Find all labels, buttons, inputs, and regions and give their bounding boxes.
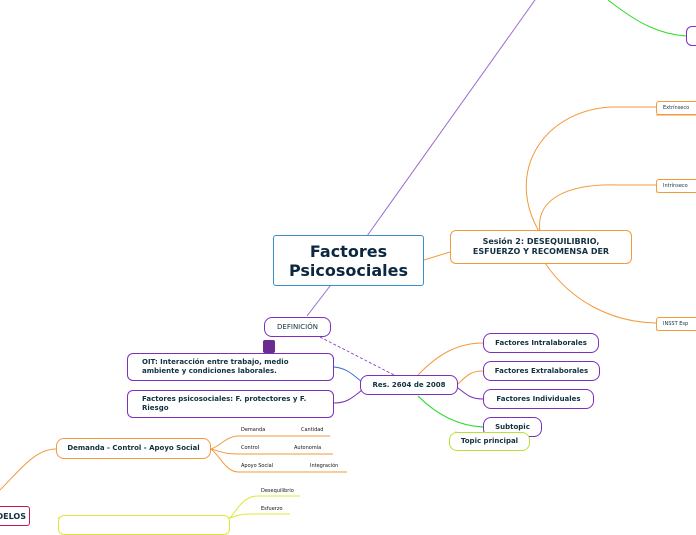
connector-res-factores — [333, 389, 363, 404]
connector-res-oit — [333, 366, 363, 383]
demanda-leaf[interactable]: Demanda — [241, 427, 266, 433]
integracion-leaf[interactable]: Integración — [310, 463, 339, 469]
connector-control — [210, 448, 282, 455]
res2604-label: Res. 2604 de 2008 — [372, 380, 446, 389]
connector-intralaborales — [417, 342, 484, 376]
control-leaf[interactable]: Control — [241, 445, 260, 451]
modelos-label: DELOS — [0, 511, 26, 521]
individuales-node[interactable]: Factores Individuales — [483, 389, 594, 409]
intrinseco-node[interactable]: Intrínseco — [656, 179, 696, 193]
connector-central-sesion2 — [423, 251, 451, 261]
autonomia-leaf[interactable]: Autonomía — [294, 445, 322, 451]
subtopic-label: Subtopic — [495, 422, 530, 431]
collapse-handle[interactable] — [263, 340, 275, 353]
factores-psico-node[interactable]: Factores psicosociales: F. protectores y… — [127, 390, 334, 418]
intralaborales-node[interactable]: Factores Intralaborales — [483, 333, 599, 353]
apoyo-social-leaf[interactable]: Apoyo Social — [241, 463, 274, 469]
oit-node[interactable]: OIT: Interacción entre trabajo, medio am… — [127, 353, 334, 381]
intralaborales-label: Factores Intralaborales — [495, 338, 587, 347]
topic-principal-label: Topic principal — [460, 437, 519, 445]
cantidad-leaf[interactable]: Cantidad — [301, 427, 324, 433]
extrinseco-node[interactable]: Extrínseco — [656, 101, 696, 115]
demanda-control-node[interactable]: Demanda - Control - Apoyo Social — [56, 438, 211, 459]
connector-central-top — [366, 0, 536, 237]
connector-esfuerzo — [229, 513, 290, 519]
central-topic[interactable]: Factores Psicosociales — [273, 235, 424, 286]
connector-dashed — [319, 336, 397, 377]
connector-demanda — [210, 435, 290, 450]
topic-principal-node[interactable]: Topic principal — [449, 432, 530, 451]
oit-label: OIT: Interacción entre trabajo, medio am… — [142, 358, 289, 375]
extralaborales-label: Factores Extralaborales — [494, 366, 589, 375]
connector-extrinseco — [525, 106, 656, 234]
modelos-node[interactable]: DELOS — [0, 506, 30, 526]
connector-green-top — [607, 0, 687, 37]
bottom-node-partial[interactable] — [58, 515, 230, 535]
topright-node-partial[interactable] — [686, 26, 696, 46]
intrinseco-label: Intrínseco — [663, 182, 688, 189]
connector-intrinseco — [538, 184, 656, 234]
connector-demanda-control — [0, 448, 57, 491]
connector-individuales — [457, 387, 484, 400]
connector-insst — [544, 262, 657, 324]
connector-apoyo — [210, 448, 297, 473]
desequilibrio-leaf[interactable]: Desequilibrio — [261, 488, 294, 494]
connector-extralaborales — [457, 370, 484, 385]
connector-subtopic — [417, 395, 484, 428]
insst-label: INSST Esp — [663, 320, 689, 327]
sesion2-node[interactable]: Sesión 2: DESEQUILIBRIO, ESFUERZO Y RECO… — [450, 230, 632, 264]
connector-central-definicion — [306, 285, 331, 317]
definicion-label: DEFINICIÓN — [277, 322, 318, 331]
factores-psico-label: Factores psicosociales: F. protectores y… — [142, 395, 307, 412]
demanda-control-label: Demanda - Control - Apoyo Social — [67, 444, 200, 452]
insst-node[interactable]: INSST Esp — [656, 317, 696, 331]
sesion2-label: Sesión 2: DESEQUILIBRIO, ESFUERZO Y RECO… — [472, 237, 610, 256]
extrinseco-label: Extrínseco — [663, 104, 690, 111]
central-topic-label: Factores Psicosociales — [288, 241, 409, 280]
individuales-label: Factores Individuales — [496, 394, 581, 403]
esfuerzo-leaf[interactable]: Esfuerzo — [261, 506, 283, 512]
connector-desequilibrio — [229, 495, 300, 519]
definicion-node[interactable]: DEFINICIÓN — [264, 317, 331, 337]
extralaborales-node[interactable]: Factores Extralaborales — [483, 361, 600, 381]
res2604-node[interactable]: Res. 2604 de 2008 — [360, 375, 458, 395]
